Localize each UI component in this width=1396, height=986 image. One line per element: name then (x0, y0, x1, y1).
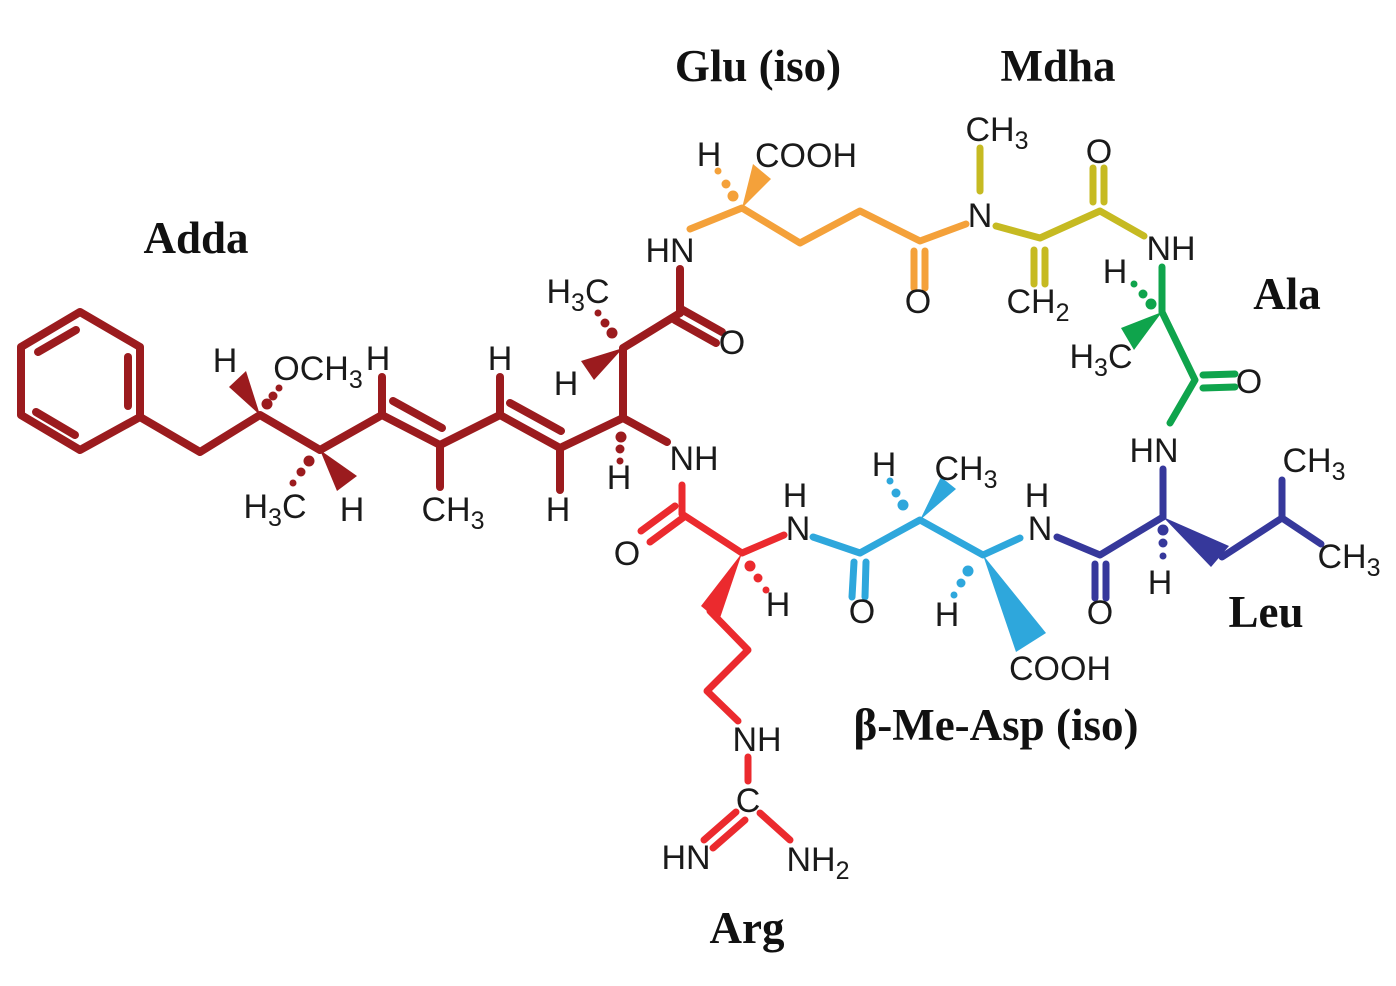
ala-stereo-marks (1121, 280, 1162, 350)
bmeasp-stereo-marks (886, 477, 1046, 652)
wedge-bond (1121, 312, 1162, 350)
leu-bonds (1053, 465, 1325, 602)
glu-stereo-marks (714, 164, 771, 208)
phenyl-ring (17, 308, 144, 454)
atom-label-ch3: CH3 (1282, 442, 1345, 486)
wedge-bond (983, 555, 1046, 652)
bmeasp-bonds (809, 516, 1024, 601)
wedge-bond (320, 450, 357, 491)
arg-bonds (637, 481, 794, 852)
atom-label-o: O (1236, 363, 1262, 401)
atom-label-cooh: COOH (755, 137, 857, 175)
arg-side-chain (703, 607, 752, 725)
atom-label-o: O (1087, 594, 1113, 632)
atom-label-ch3: CH3 (934, 450, 997, 494)
atom-label-hn: HN (661, 839, 710, 877)
glu-bonds (686, 204, 970, 292)
residue-label-ala: Ala (1253, 269, 1321, 319)
atom-label-nh: NH (1146, 230, 1195, 268)
atom-label-h: H (1025, 477, 1050, 515)
atom-label-nh2: NH2 (786, 841, 849, 885)
atom-label-h: H (488, 340, 513, 378)
atom-label-h3c: H3C (546, 273, 609, 317)
mdha-main-chain (992, 207, 1148, 242)
atom-label-o: O (905, 283, 931, 321)
atom-label-h: H (872, 446, 897, 484)
atom-label-h: H (366, 340, 391, 378)
adda-stereo-marks (229, 309, 627, 491)
residue-label-arg: Arg (710, 903, 785, 953)
atom-label-n: N (786, 510, 811, 548)
atom-label-h: H (607, 459, 632, 497)
arg-stereo-marks (701, 553, 770, 621)
residue-label-adda: Adda (143, 213, 248, 263)
atom-label-o: O (1086, 133, 1112, 171)
wedge-bond (920, 477, 956, 520)
atom-label-h: H (554, 365, 579, 403)
atom-label-h: H (783, 477, 808, 515)
atom-label-h3c: H3C (243, 488, 306, 532)
atom-label-h: H (1103, 253, 1128, 291)
residue-label-mdha: Mdha (1000, 41, 1115, 91)
atom-label-ch3: CH3 (1317, 538, 1380, 582)
atom-label-o: O (849, 593, 875, 631)
bmeasp-main-chain (809, 516, 1024, 559)
atom-label-nh: NH (669, 440, 718, 478)
wedge-bond (742, 164, 771, 208)
atom-label-n: N (1028, 510, 1053, 548)
atom-label-ch3: CH3 (421, 491, 484, 535)
wedge-bond (581, 348, 623, 380)
adda-main-chain (136, 309, 684, 456)
mdha-bonds (976, 144, 1148, 288)
atom-label-h: H (1148, 564, 1173, 602)
atom-label-h: H (546, 491, 571, 529)
wedge-bond (701, 553, 742, 621)
atom-label-ch3: CH3 (965, 111, 1028, 155)
wedge-bond (229, 371, 260, 415)
atom-label-o: O (719, 324, 745, 362)
atom-label-cooh: COOH (1009, 650, 1111, 688)
residue-label-glu: Glu (iso) (675, 41, 841, 91)
residue-label-bmeasp: β-Me-Asp (iso) (854, 700, 1139, 750)
atom-label-h: H (697, 136, 722, 174)
atom-label-h3c: H3C (1069, 338, 1132, 382)
atom-label-c: C (736, 782, 761, 820)
atom-label-h: H (340, 491, 365, 529)
residue-label-leu: Leu (1228, 587, 1303, 637)
ala-main-chain (1158, 263, 1199, 427)
atom-label-nh: NH (732, 721, 781, 759)
adda-bonds (17, 265, 726, 494)
atom-label-hn: HN (1129, 432, 1178, 470)
atom-label-h: H (935, 596, 960, 634)
atom-label-ch2: CH2 (1006, 283, 1069, 327)
atom-label-h: H (213, 342, 238, 380)
atom-label-n: N (968, 197, 993, 235)
ala-bonds (1158, 263, 1239, 427)
atom-label-h: H (766, 586, 791, 624)
glu-main-chain (686, 204, 970, 247)
leu-stereo-marks (1157, 517, 1229, 567)
wedge-bond (1163, 517, 1229, 567)
atom-label-och3: OCH3 (273, 350, 362, 394)
atom-label-o: O (614, 535, 640, 573)
atom-label-hn: HN (645, 232, 694, 270)
